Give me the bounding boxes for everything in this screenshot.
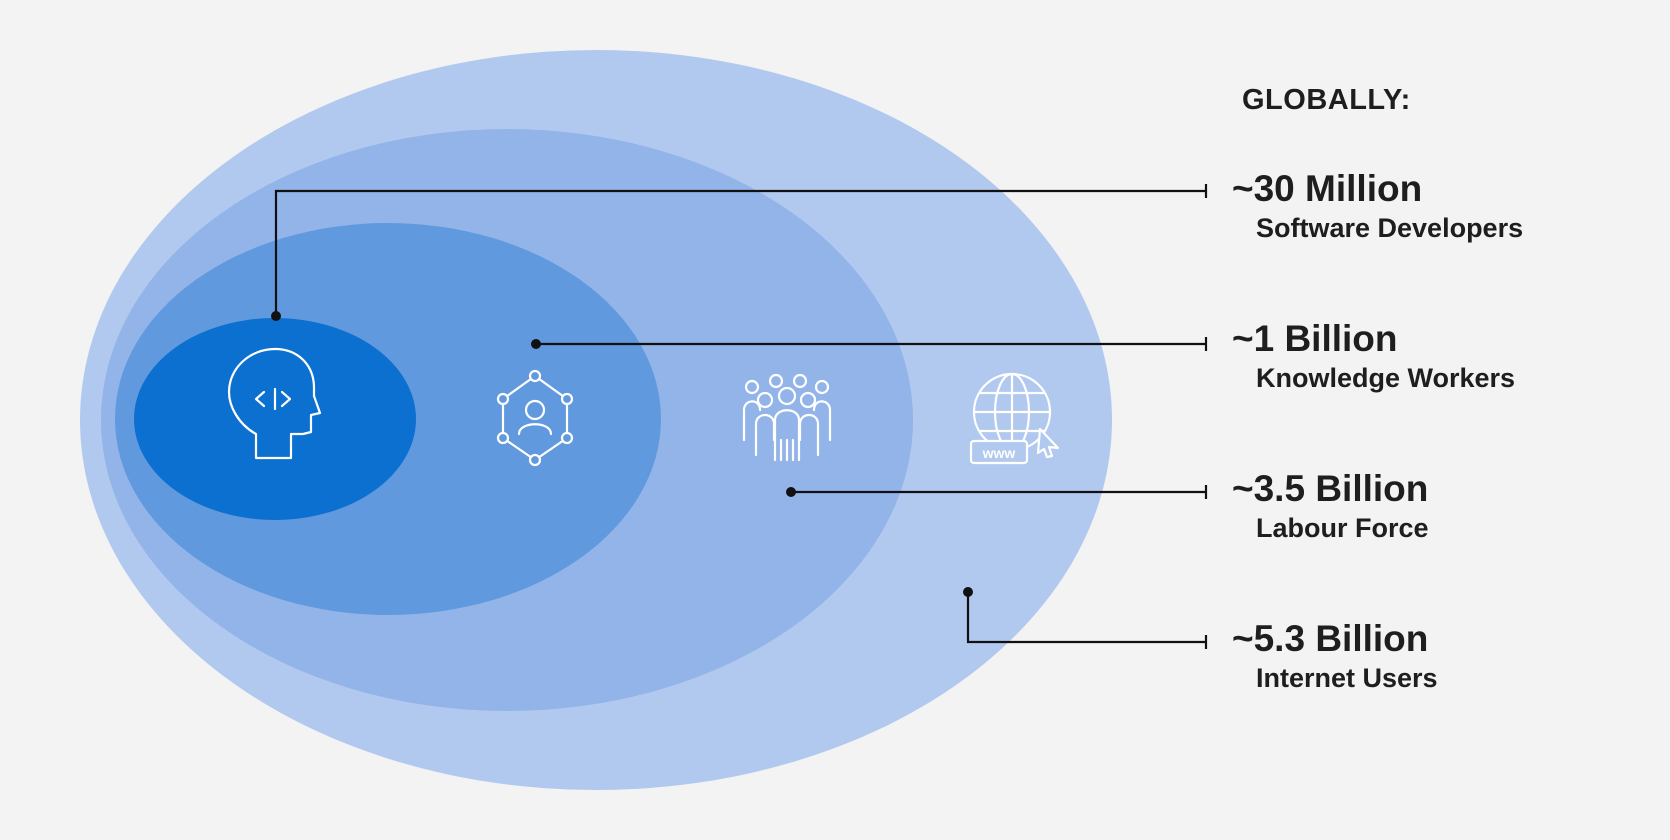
stat-label: Software Developers: [1256, 213, 1524, 243]
labour-leader-dot: [786, 487, 796, 497]
stat-value: ~30 Million: [1232, 168, 1423, 209]
internet-leader-line: [966, 592, 1206, 644]
head-code-icon: [227, 347, 322, 460]
globe-www-icon: [969, 372, 1060, 465]
stat-labour-force: ~3.5 Billion Labour Force: [1232, 470, 1429, 544]
crowd-icon: [742, 373, 832, 462]
developers-leader-dot: [271, 311, 281, 321]
stat-label: Labour Force: [1256, 513, 1429, 543]
stat-label: Knowledge Workers: [1256, 363, 1516, 393]
stat-software-developers: ~30 Million Software Developers: [1232, 170, 1523, 244]
stat-value: ~1 Billion: [1232, 318, 1398, 359]
developers-leader-line: [274, 189, 1206, 316]
software-developers-ellipse: [134, 318, 416, 520]
stat-label: Internet Users: [1256, 663, 1438, 693]
internet-leader-dot: [963, 587, 973, 597]
leader-lines: [274, 184, 1208, 649]
knowledge-leader-dot: [531, 339, 541, 349]
stat-value: ~3.5 Billion: [1232, 468, 1429, 509]
globe-www-text: www: [982, 445, 1016, 461]
stat-value: ~5.3 Billion: [1232, 618, 1429, 659]
leader-dots: [271, 311, 973, 597]
globally-heading: GLOBALLY:: [1242, 84, 1411, 116]
network-person-icon: [496, 369, 574, 467]
stat-internet-users: ~5.3 Billion Internet Users: [1232, 620, 1438, 694]
stat-knowledge-workers: ~1 Billion Knowledge Workers: [1232, 320, 1515, 394]
